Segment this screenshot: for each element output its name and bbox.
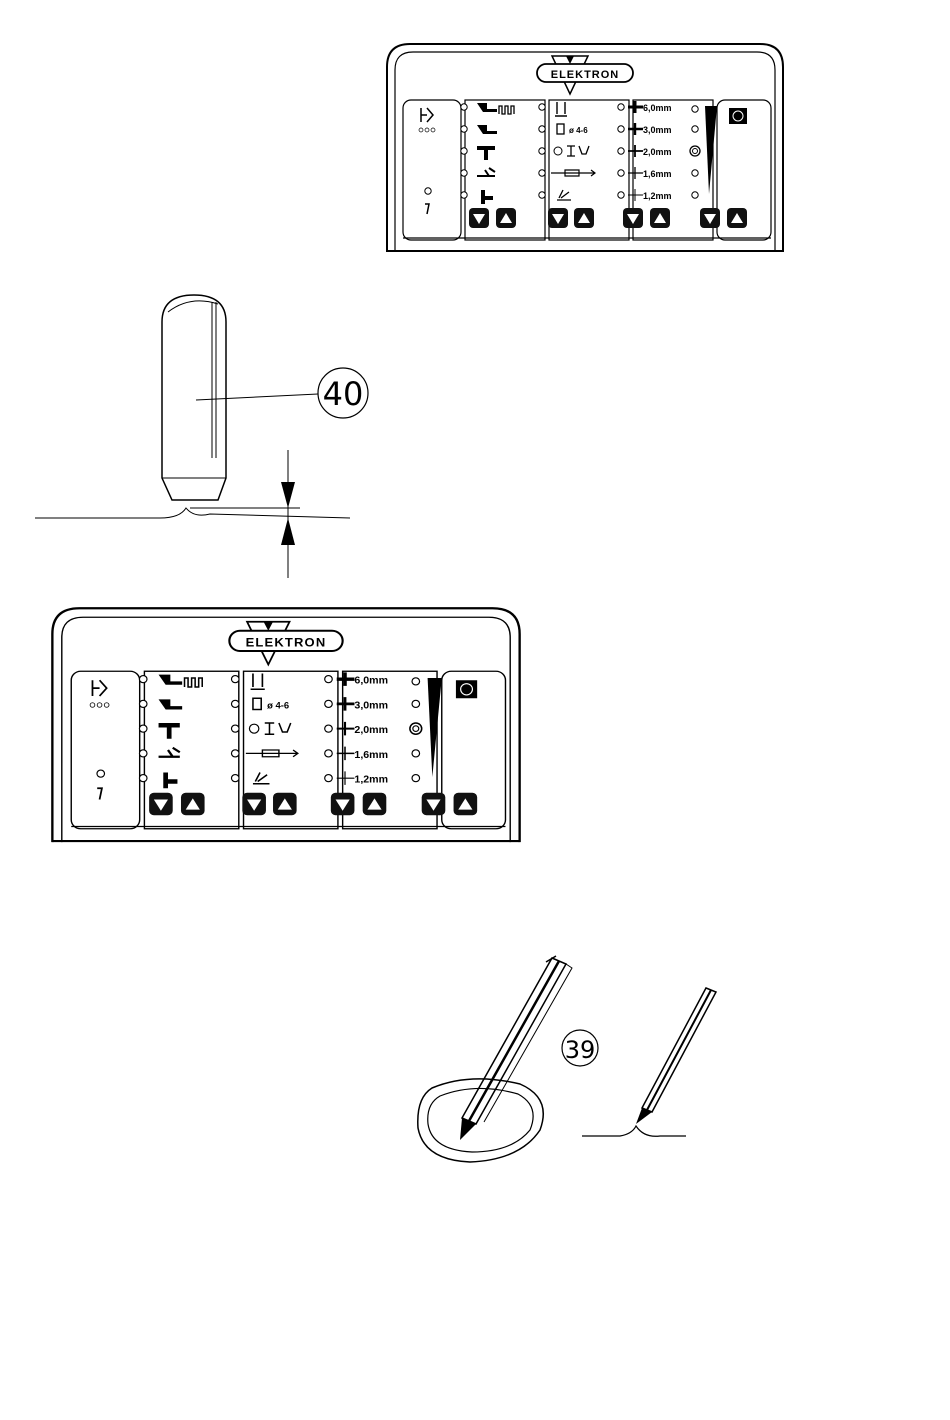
electrode-size-icon: ø 4-6 <box>557 124 588 135</box>
callout-39: 39 <box>565 1036 596 1064</box>
power-wedge-icon-2 <box>428 678 442 777</box>
thickness-label-b3: 2,0mm <box>354 725 388 736</box>
pipe-weld-icon <box>551 170 595 176</box>
elektron-logo-2: ELEKTRON <box>229 622 342 665</box>
thickness-label-4: 1,6mm <box>643 169 672 179</box>
overlap-weld-icon-2 <box>159 748 180 757</box>
callout-40: 40 <box>323 375 364 413</box>
pipe-weld-icon-2 <box>246 750 298 757</box>
tungsten-electrode-result <box>636 988 716 1124</box>
gas-icon-2 <box>92 680 106 696</box>
thickness-label-b4: 1,6mm <box>354 750 388 761</box>
mode-column-2: ø 4-6 <box>539 102 595 228</box>
thickness-label-3: 2,0mm <box>643 147 672 157</box>
torch-icon <box>477 125 497 134</box>
electrode <box>162 295 226 500</box>
weld-angle-icon <box>557 190 571 200</box>
electrode-icon-2 <box>251 674 265 690</box>
power-wedge-icon <box>705 106 717 194</box>
overlap-weld-icon <box>477 168 495 176</box>
timer-icon <box>729 108 747 124</box>
diameter-label-2: ø 4-6 <box>267 701 289 711</box>
thickness-label-b1: 6,0mm <box>354 676 388 687</box>
grinding-ring <box>418 1079 543 1162</box>
thickness-label-b2: 3,0mm <box>354 701 388 712</box>
fault-icon-2 <box>97 788 102 799</box>
thickness-label-b5: 1,2mm <box>354 775 388 786</box>
fault-icon <box>425 204 429 214</box>
t-joint-icon <box>477 146 495 160</box>
thickness-label-1: 6,0mm <box>643 103 672 113</box>
torch-pulse-icon <box>477 103 514 114</box>
power-column <box>690 106 747 228</box>
electrode-icon <box>555 102 567 116</box>
torch-icon-2 <box>159 699 183 709</box>
elektron-logo: ELEKTRON <box>537 56 633 94</box>
tungsten-electrode-grinding <box>460 956 572 1140</box>
timer-icon-2 <box>456 680 477 698</box>
thickness-column: 6,0mm 3,0mm 2,0mm 1,6mm 1,2mm <box>618 101 672 228</box>
mode-column-1 <box>461 103 516 228</box>
target-icon <box>690 146 700 156</box>
diameter-label: ø 4-6 <box>569 126 588 135</box>
brand-label-2: ELEKTRON <box>246 636 327 650</box>
corner-weld-icon-2 <box>163 773 177 789</box>
brand-label: ELEKTRON <box>551 69 620 81</box>
t-joint-icon-2 <box>159 723 180 739</box>
thickness-label-2: 3,0mm <box>643 125 672 135</box>
torch-pulse-icon-2 <box>159 675 203 687</box>
thickness-label-5: 1,2mm <box>643 191 672 201</box>
corner-weld-icon <box>481 190 493 204</box>
weld-shapes-icon <box>554 146 589 156</box>
weld-angle-icon-2 <box>253 773 270 784</box>
gas-icon <box>421 108 433 122</box>
